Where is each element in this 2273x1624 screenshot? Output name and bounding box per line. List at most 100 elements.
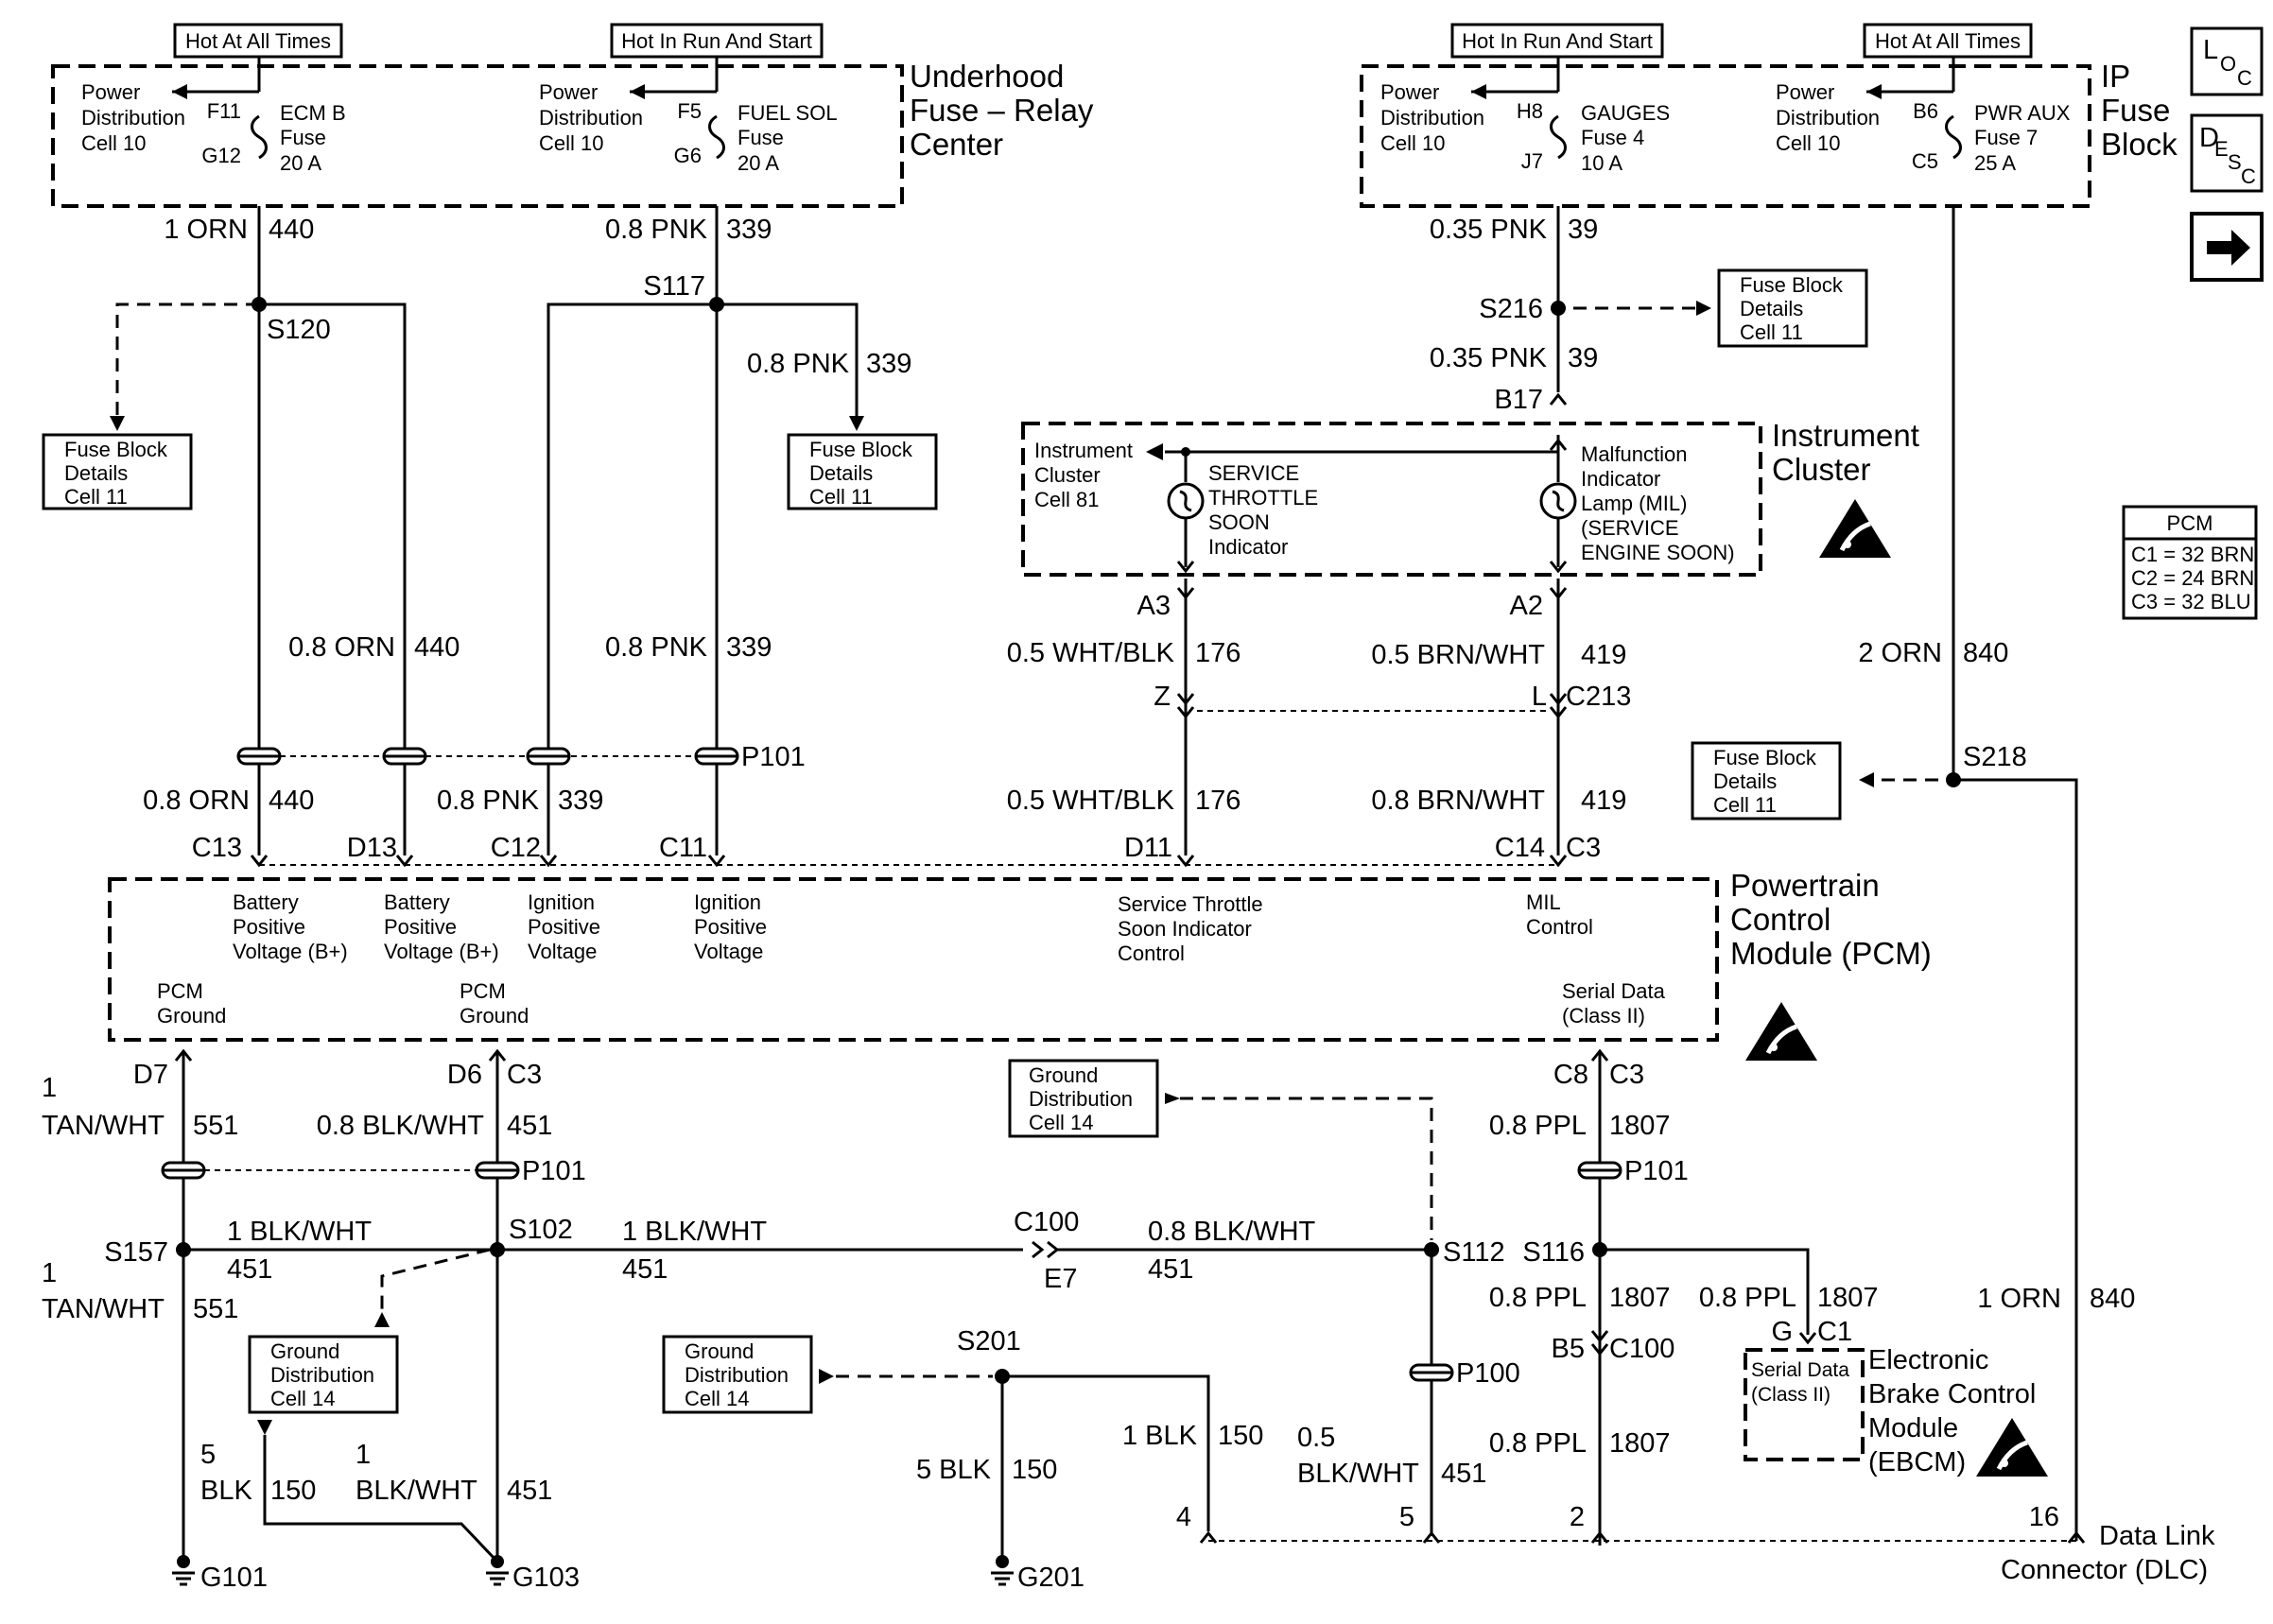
splice-s216 <box>1551 301 1566 316</box>
svg-text:176: 176 <box>1195 786 1241 816</box>
svg-text:Instrument: Instrument <box>1772 418 1919 453</box>
p101-grommet <box>475 1161 520 1180</box>
ground-g101-icon <box>170 1571 197 1586</box>
desc-button[interactable]: D E S C <box>2190 113 2264 193</box>
fuse-block-details-mid[interactable]: Fuse Block Details Cell 11 <box>787 433 938 510</box>
pcm-pin-battery-2: Battery Positive Voltage (B+) <box>384 890 499 963</box>
p101-grommet <box>382 747 427 766</box>
svg-text:THROTTLE: THROTTLE <box>1208 486 1318 510</box>
connector-d6: D6 <box>447 1060 482 1090</box>
ground-distribution-top[interactable]: Ground Distribution Cell 14 <box>1008 1059 1159 1138</box>
svg-text:Center: Center <box>910 127 1003 162</box>
svg-text:0.8 PPL: 0.8 PPL <box>1699 1283 1796 1313</box>
cluster-ref: Instrument Cluster Cell 81 <box>1034 439 1133 511</box>
svg-text:ENGINE SOON): ENGINE SOON) <box>1581 541 1735 564</box>
pcm-pin-ground-1: PCM Ground <box>157 979 226 1028</box>
hot-label-3: Hot In Run And Start <box>1450 23 1664 59</box>
svg-text:Distribution: Distribution <box>1029 1087 1133 1111</box>
connector-a2: A2 <box>1510 591 1543 621</box>
svg-text:Battery: Battery <box>384 890 450 914</box>
svg-text:Details: Details <box>1713 769 1777 793</box>
ground-distribution-s201[interactable]: Ground Distribution Cell 14 <box>662 1335 813 1414</box>
connector-c3-right: C3 <box>1609 1060 1644 1090</box>
ground-g101: G101 <box>200 1563 268 1593</box>
svg-text:0.8 BRN/WHT: 0.8 BRN/WHT <box>1371 786 1545 816</box>
dlc-pin-2: 2 <box>1570 1502 1585 1532</box>
svg-text:Cell 11: Cell 11 <box>64 485 128 509</box>
svg-text:Data Link: Data Link <box>2099 1521 2215 1551</box>
svg-text:25 A: 25 A <box>1974 151 2016 175</box>
splice-s112-label: S112 <box>1443 1237 1505 1268</box>
ebcm-title: Electronic Brake Control Module (EBCM) <box>1868 1345 2036 1477</box>
svg-text:E: E <box>2214 137 2229 161</box>
svg-text:1 BLK: 1 BLK <box>1122 1421 1198 1451</box>
svg-text:0.5 BRN/WHT: 0.5 BRN/WHT <box>1371 640 1545 670</box>
svg-text:0.5 WHT/BLK: 0.5 WHT/BLK <box>1007 786 1175 816</box>
ref-line-s120 <box>115 302 259 418</box>
svg-text:10 A: 10 A <box>1581 151 1622 175</box>
svg-text:Cell 10: Cell 10 <box>539 131 603 155</box>
svg-text:Distribution: Distribution <box>685 1363 789 1387</box>
svg-text:Connector (DLC): Connector (DLC) <box>2001 1555 2208 1585</box>
splice-s102 <box>490 1242 505 1257</box>
wire-label-451-h1: 1 BLK/WHT 451 <box>227 1217 372 1285</box>
svg-text:Fuse: Fuse <box>2101 93 2170 128</box>
ip-fuse-block-title: IP Fuse Block <box>2101 59 2178 162</box>
connector-c100-top: C100 <box>1014 1207 1079 1237</box>
svg-text:Details: Details <box>64 461 128 485</box>
pcm-pin-mil-control: MIL Control <box>1526 890 1593 939</box>
svg-text:Positive: Positive <box>233 915 305 939</box>
svg-text:Fuse 4: Fuse 4 <box>1581 126 1644 149</box>
svg-text:1 ORN: 1 ORN <box>1977 1284 2061 1314</box>
svg-text:5: 5 <box>200 1440 216 1470</box>
hot-label-4: Hot At All Times <box>1863 23 2033 59</box>
ground-distribution-left[interactable]: Ground Distribution Cell 14 <box>248 1335 399 1414</box>
ebcm-serial-data: Serial Data (Class II) <box>1751 1359 1849 1406</box>
wire-label-551-b: 1 TAN/WHT 551 <box>42 1258 238 1324</box>
svg-text:Distribution: Distribution <box>539 106 643 130</box>
svg-text:Ground: Ground <box>685 1339 754 1363</box>
svg-text:1: 1 <box>42 1073 57 1103</box>
svg-text:(EBCM): (EBCM) <box>1868 1447 1966 1477</box>
svg-text:(Class II): (Class II) <box>1562 1004 1645 1028</box>
svg-text:Voltage: Voltage <box>528 940 597 963</box>
next-arrow-button[interactable] <box>2190 212 2264 282</box>
wire-label-1807-d: 0.8 PPL 1807 <box>1489 1428 1671 1459</box>
svg-text:Hot At All Times: Hot At All Times <box>1875 29 2021 53</box>
svg-text:Cell 10: Cell 10 <box>1380 131 1445 155</box>
svg-text:440: 440 <box>414 632 460 663</box>
svg-text:PCM: PCM <box>460 979 506 1003</box>
pcm-pin-service-throttle: Service Throttle Soon Indicator Control <box>1118 892 1263 965</box>
svg-text:1807: 1807 <box>1609 1283 1671 1313</box>
svg-text:0.8 PNK: 0.8 PNK <box>605 215 708 245</box>
svg-text:Power: Power <box>1776 80 1834 104</box>
loc-button[interactable]: L O C <box>2190 26 2264 96</box>
svg-text:Fuse – Relay: Fuse – Relay <box>910 93 1094 128</box>
svg-text:F5: F5 <box>677 99 702 123</box>
dlc-pin-5: 5 <box>1399 1502 1414 1532</box>
wire-label-440-low: 0.8 ORN 440 <box>143 786 314 816</box>
svg-text:Cell 11: Cell 11 <box>1740 320 1803 344</box>
connector-b5: B5 <box>1552 1334 1585 1364</box>
svg-text:PCM: PCM <box>157 979 203 1003</box>
fuse-block-details-s216[interactable]: Fuse Block Details Cell 11 <box>1717 268 1868 348</box>
wire-label-840: 2 ORN 840 <box>1858 638 2008 668</box>
wire-label-39-b: 0.35 PNK 39 <box>1430 343 1598 373</box>
svg-text:BLK/WHT: BLK/WHT <box>356 1476 477 1506</box>
arrow-right-icon <box>2207 230 2250 266</box>
fuse-gauges: Power Distribution Cell 10 H8 J7 GAUGES … <box>1380 57 1670 175</box>
pcm-pin-ignition-1: Ignition Positive Voltage <box>528 890 600 963</box>
fuse-block-details-left[interactable]: Fuse Block Details Cell 11 <box>42 433 193 510</box>
svg-text:1: 1 <box>356 1440 371 1470</box>
wire-label-150-b: 5 BLK 150 <box>916 1455 1057 1485</box>
dlc-pin-4: 4 <box>1176 1502 1191 1532</box>
svg-text:551: 551 <box>193 1294 238 1324</box>
connector-c8: C8 <box>1553 1060 1588 1090</box>
connector-c213: C213 <box>1566 682 1631 712</box>
svg-text:440: 440 <box>269 786 314 816</box>
connector-c100-low: C100 <box>1609 1334 1674 1364</box>
svg-text:Malfunction: Malfunction <box>1581 442 1688 466</box>
svg-text:150: 150 <box>270 1476 316 1506</box>
fuse-block-details-s218[interactable]: Fuse Block Details Cell 11 <box>1691 741 1842 821</box>
svg-text:339: 339 <box>558 786 603 816</box>
